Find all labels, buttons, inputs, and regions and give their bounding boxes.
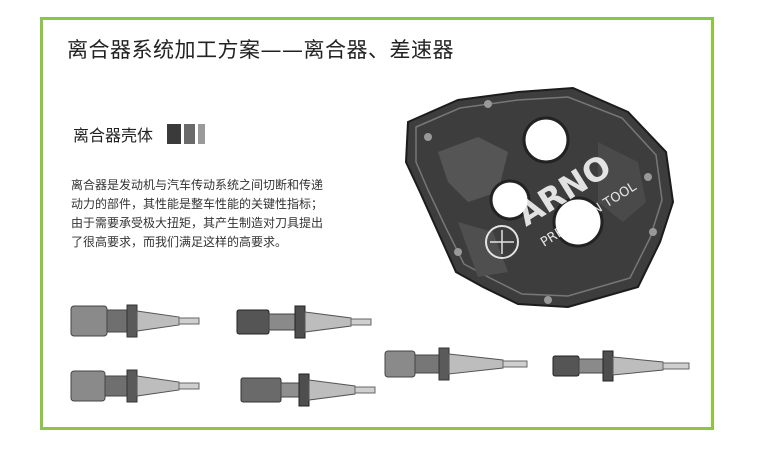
housing-bore-2 (489, 179, 531, 221)
tool-image-5 (384, 347, 528, 381)
tool-image-3 (70, 369, 200, 403)
color-swatches (167, 124, 206, 144)
housing-bore-1 (522, 116, 570, 164)
description: 离合器是发动机与汽车传动系统之间切断和传递动力的部件，其性能是整车性能的关键性指… (71, 178, 324, 249)
housing-bore-3 (552, 196, 604, 248)
clutch-housing-image: ARNO PRECISION TOOL (404, 86, 675, 309)
tool-image-6 (552, 350, 690, 382)
tool-image-4 (240, 373, 376, 407)
swatch-dark (167, 124, 182, 144)
swatch-light (198, 124, 206, 144)
subtitle-row: 离合器壳体 (73, 122, 206, 146)
content-frame: 离合器系统加工方案——离合器、差速器 离合器壳体 离合器是发动机与汽车传动系统之… (40, 17, 714, 430)
subtitle: 离合器壳体 (73, 126, 154, 145)
swatch-mid (184, 124, 196, 144)
watermark-logo-icon (485, 225, 519, 259)
tool-image-2 (236, 305, 372, 339)
tool-image-1 (70, 304, 200, 338)
page-title: 离合器系统加工方案——离合器、差速器 (67, 38, 454, 62)
